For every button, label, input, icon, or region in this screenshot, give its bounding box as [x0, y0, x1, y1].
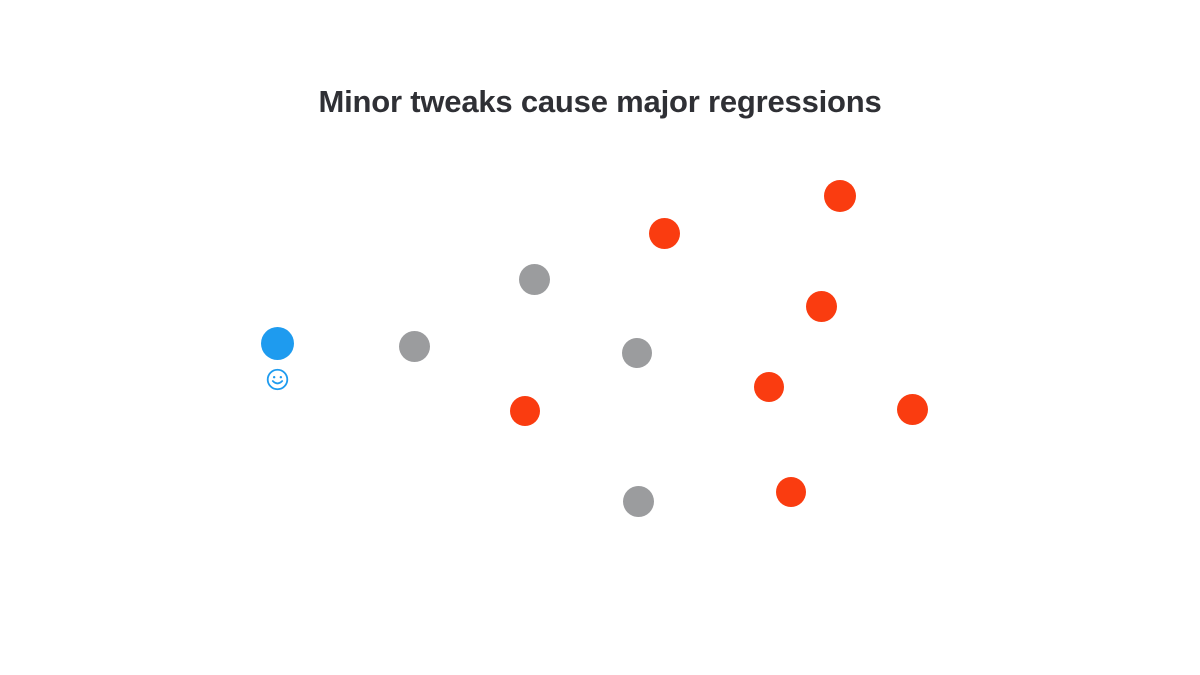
scatter-point-regression — [754, 372, 784, 402]
smiley-face-icon — [266, 368, 289, 391]
scatter-point-regression — [896, 393, 928, 425]
scatter-point-regression — [805, 290, 837, 322]
scatter-point-neutral — [398, 330, 430, 362]
scatter-point-neutral — [622, 485, 654, 517]
scatter-point-neutral — [622, 338, 652, 368]
page-title: Minor tweaks cause major regressions — [318, 84, 882, 119]
scatter-point-regression — [510, 396, 540, 426]
scatter-point-regression — [824, 180, 856, 212]
scatter-point-regression — [648, 217, 680, 249]
scatter-point-neutral — [518, 263, 550, 295]
scatter-point-baseline — [260, 326, 294, 360]
scatter-point-regression — [776, 477, 806, 507]
